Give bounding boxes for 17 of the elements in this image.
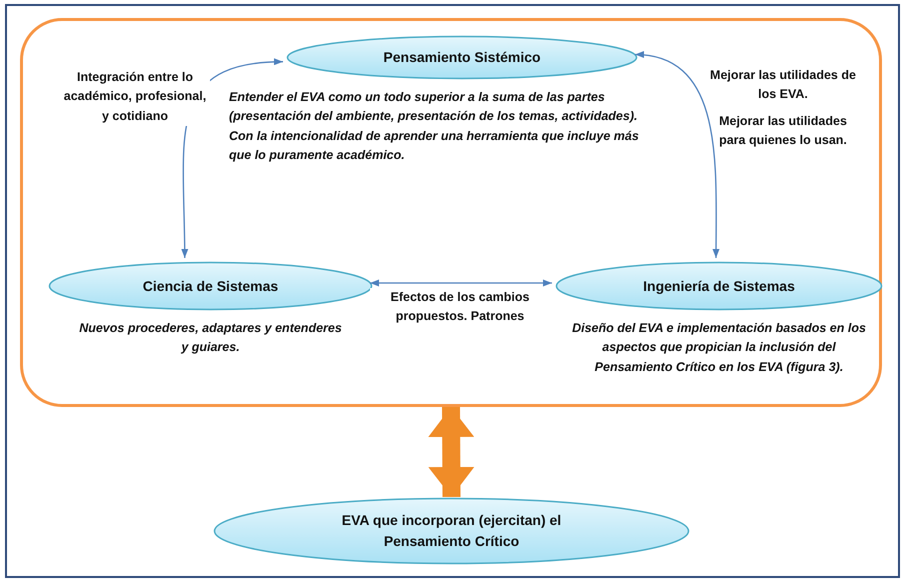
caption-text: Entender el EVA como un todo superior a la suma de las partes (presentación del ambiente, presentación de los temas, actividades). Con la intencionalidad de aprender una herramienta que incluye más que lo puramente académico. (229, 89, 640, 164)
caption-text: Diseño del EVA e implementación basados en los aspectos que propician la inclusión del Pensamiento Crítico en los EVA (figura 3). (571, 320, 867, 376)
node-label: Ciencia de Sistemas (142, 276, 278, 296)
ellipse-node (213, 497, 690, 565)
caption-text: Nuevos procederes, adaptares y entenderes y guiares. (78, 320, 343, 356)
ellipse-node (48, 261, 373, 311)
note-text: Mejorar las utilidades de los EVA. (709, 67, 857, 104)
ellipse-node (555, 261, 883, 311)
arrow (634, 52, 720, 258)
double-arrow (428, 406, 474, 498)
note-text: Mejorar las utilidades para quienes lo usan. (718, 113, 848, 150)
node-label: EVA que incorporan (ejercitan) el Pensamiento Crítico (340, 511, 562, 551)
node-label: Ingeniería de Sistemas (643, 276, 795, 296)
node-label: Pensamiento Sistémico (383, 48, 541, 67)
ellipse-node (286, 35, 638, 80)
rounded-frame (20, 18, 882, 407)
arrow (370, 280, 552, 286)
